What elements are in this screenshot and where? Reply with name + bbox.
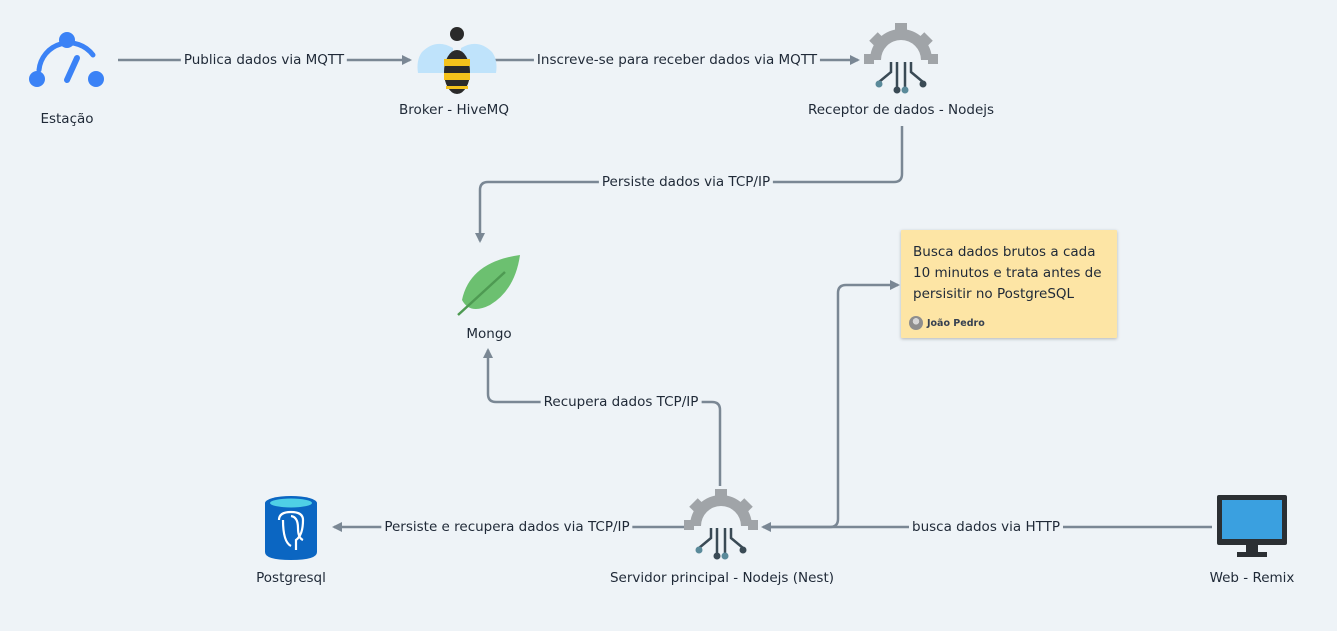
node-label-web: Web - Remix <box>1209 570 1295 586</box>
monitor-icon <box>1217 495 1287 557</box>
edge-label-servidor-mongo: Recupera dados TCP/IP <box>540 394 702 410</box>
node-label-postgres: Postgresql <box>256 570 326 586</box>
sticky-note-text: Busca dados brutos a cada 10 minutos e t… <box>913 244 1102 302</box>
node-label-estacao: Estação <box>40 111 94 127</box>
node-label-receptor: Receptor de dados - Nodejs <box>807 102 995 118</box>
gear-circuit-icon <box>684 489 758 560</box>
postgresql-database-icon <box>265 496 317 560</box>
edge-label-servidor-postgres: Persiste e recupera dados via TCP/IP <box>381 519 633 535</box>
edge-label-web-servidor: busca dados via HTTP <box>909 519 1063 535</box>
leaf-icon <box>457 255 520 316</box>
node-label-broker: Broker - HiveMQ <box>399 102 509 118</box>
bee-icon <box>417 27 497 94</box>
edge-servidor-note <box>770 280 900 529</box>
node-label-mongo: Mongo <box>466 326 512 342</box>
gauge-icon <box>29 32 104 87</box>
sticky-note[interactable]: Busca dados brutos a cada 10 minutos e t… <box>901 230 1117 338</box>
gear-circuit-icon <box>864 23 938 94</box>
node-label-servidor: Servidor principal - Nodejs (Nest) <box>609 570 835 586</box>
edge-label-broker-receptor: Inscreve-se para receber dados via MQTT <box>533 52 821 68</box>
avatar <box>909 316 923 330</box>
edge-servidor-mongo <box>483 348 722 486</box>
sticky-note-author-name: João Pedro <box>927 317 985 329</box>
edge-label-receptor-mongo: Persiste dados via TCP/IP <box>598 174 774 190</box>
sticky-note-author: João Pedro <box>909 316 985 330</box>
edge-label-estacao-broker: Publica dados via MQTT <box>180 52 348 68</box>
